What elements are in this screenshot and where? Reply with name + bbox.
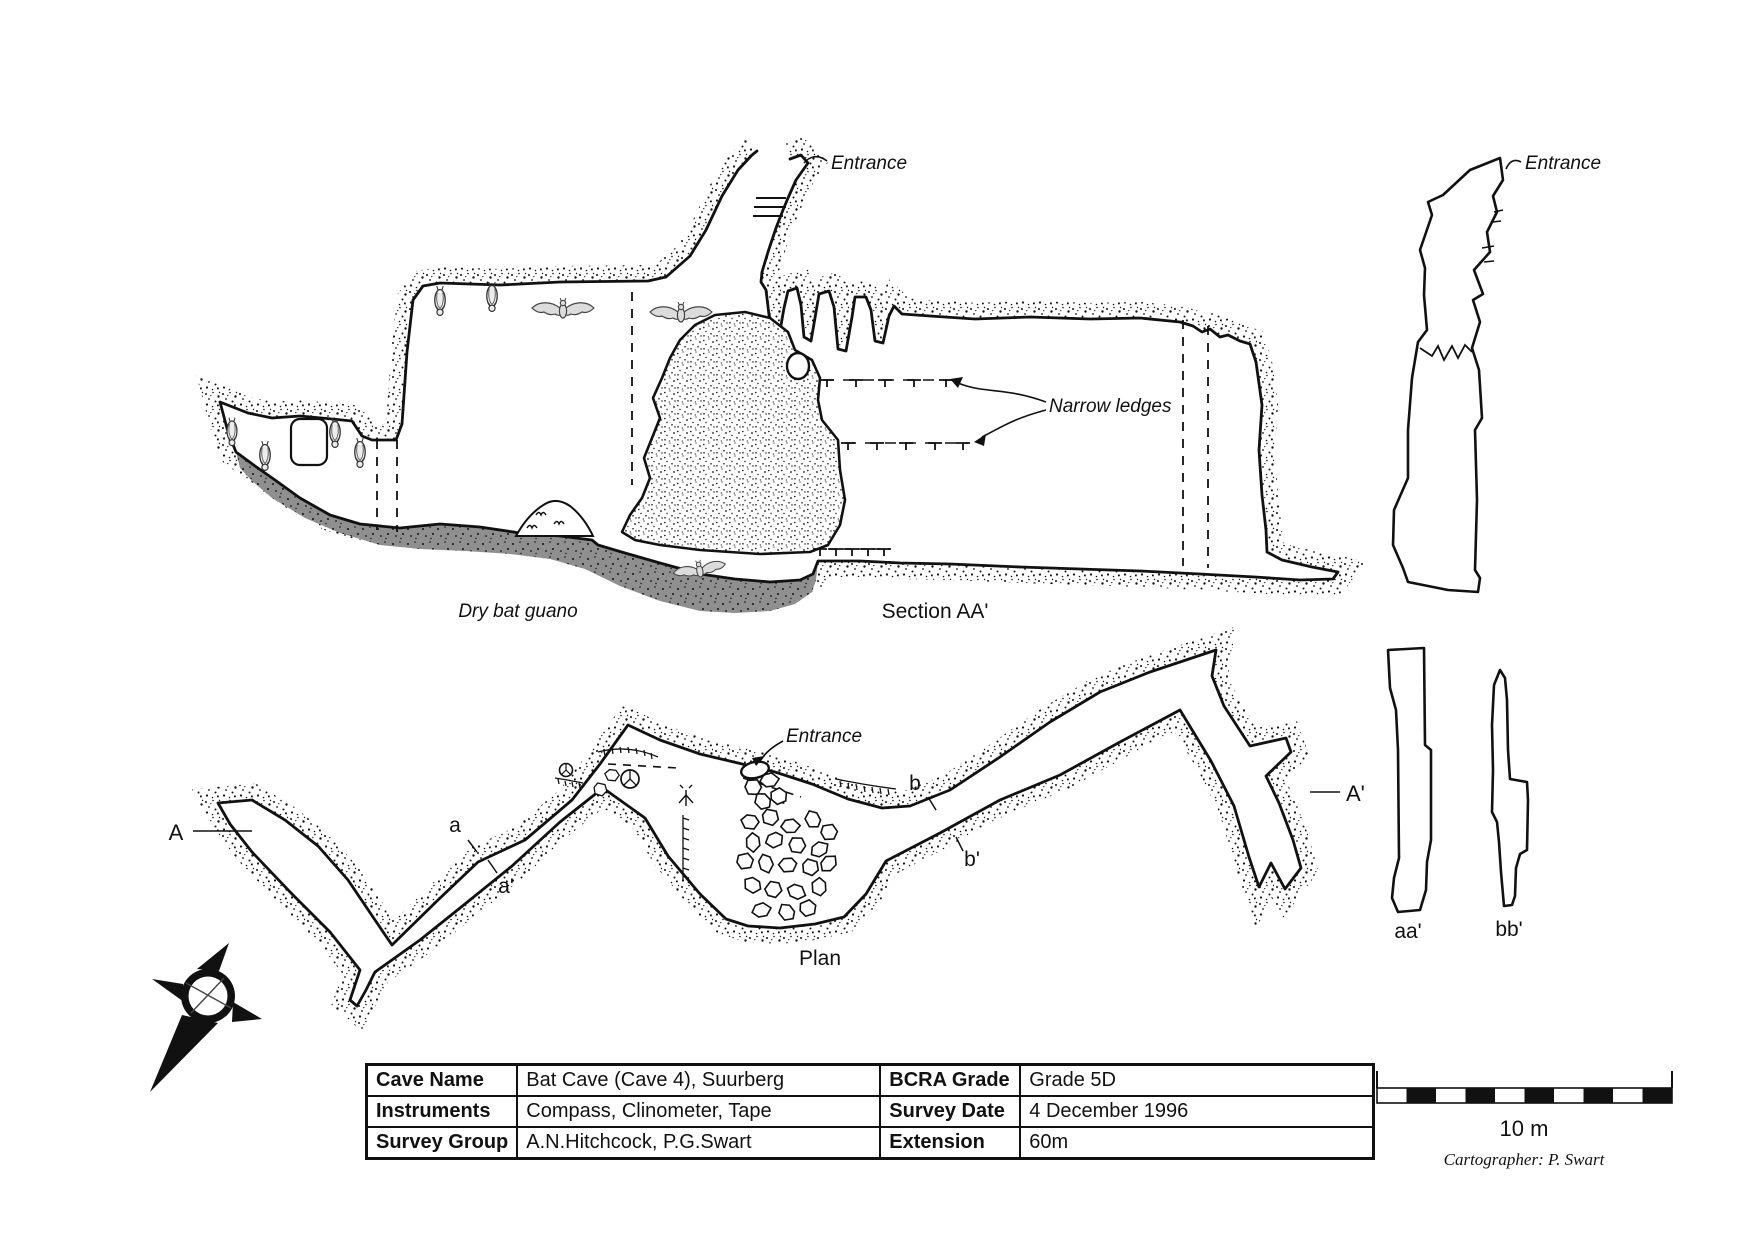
plan-view: Entrance A A' a a' b b' Plan (169, 626, 1365, 1031)
survey-info-table: Cave Name Bat Cave (Cave 4), Suurberg BC… (365, 1063, 1376, 1160)
section-title: Section AA' (882, 600, 989, 623)
cross-section-aa: aa' (1386, 646, 1433, 943)
plan-passage (216, 648, 1303, 1008)
plan-title: Plan (799, 947, 841, 970)
section-entrance-leader (803, 155, 828, 164)
round-rocks (558, 762, 640, 789)
table-row: Cave Name Bat Cave (Cave 4), Suurberg BC… (365, 1063, 1375, 1097)
cross-section-bb: bb' (1490, 668, 1530, 941)
floor-ledge (812, 548, 892, 557)
marker-A-prime: A' (1346, 781, 1365, 806)
narrow-ledges-arrows (950, 377, 1047, 446)
scale-bar: 10 m Cartographer: P. Swart (1376, 1071, 1673, 1169)
table-row: Survey Group A.N.Hitchcock, P.G.Swart Ex… (365, 1126, 1375, 1160)
right-profile-entrance-leader (1505, 159, 1522, 170)
right-profile-suture (1419, 343, 1473, 363)
instruments-value: Compass, Clinometer, Tape (516, 1095, 882, 1128)
narrow-ledge-lower (840, 442, 971, 451)
roots-symbol (678, 784, 694, 806)
marker-A: A (169, 820, 184, 845)
survey-group-value: A.N.Hitchcock, P.G.Swart (516, 1126, 882, 1160)
plan-entrance-label: Entrance (786, 726, 862, 747)
marker-b-prime: b' (964, 848, 980, 871)
plan-entrance-hole (740, 760, 770, 780)
extension-value: 60m (1019, 1126, 1375, 1160)
right-profile-outline (1391, 156, 1505, 594)
right-profile-ticks (1481, 209, 1504, 263)
guano-mound (514, 500, 595, 537)
survey-date-label: Survey Date (879, 1095, 1022, 1128)
extension-label: Extension (879, 1126, 1022, 1160)
aa-label: aa' (1394, 920, 1421, 943)
guano-deposit (236, 452, 818, 613)
bb-section-ticks (927, 796, 964, 852)
narrow-ledge-upper (819, 379, 954, 388)
right-profile: Entrance (1391, 153, 1601, 594)
marker-a-prime: a' (498, 875, 514, 898)
bcra-grade-label: BCRA Grade (879, 1063, 1022, 1097)
survey-date-value: 4 December 1996 (1019, 1095, 1375, 1128)
section-entrance-label: Entrance (831, 153, 907, 174)
narrow-ledges-label: Narrow ledges (1049, 396, 1172, 417)
plan-hachures (554, 746, 897, 880)
north-arrow-icon (150, 943, 262, 1092)
dry-bat-guano-label: Dry bat guano (458, 601, 577, 622)
scale-label: 10 m (1500, 1116, 1549, 1141)
marker-a: a (449, 814, 461, 837)
bcra-grade-value: Grade 5D (1019, 1063, 1375, 1097)
aa-section-ticks (467, 839, 498, 874)
rock-window (289, 417, 329, 467)
shaft-ledges (753, 197, 786, 217)
plan-entrance-arrowhead (752, 756, 765, 766)
table-row: Instruments Compass, Clinometer, Tape Su… (365, 1095, 1375, 1128)
instruments-label: Instruments (365, 1095, 519, 1128)
bb-label: bb' (1495, 918, 1522, 941)
marker-b: b (909, 772, 921, 795)
right-profile-entrance-label: Entrance (1525, 153, 1601, 174)
cartographer-credit: Cartographer: P. Swart (1444, 1150, 1606, 1169)
section-outline (218, 149, 1340, 584)
survey-group-label: Survey Group (365, 1126, 519, 1160)
section-view: Entrance Narrow ledges Dry bat guano Sec… (196, 136, 1366, 623)
cave-name-label: Cave Name (365, 1063, 519, 1097)
cave-name-value: Bat Cave (Cave 4), Suurberg (516, 1063, 882, 1097)
pillar-hole (785, 351, 811, 381)
